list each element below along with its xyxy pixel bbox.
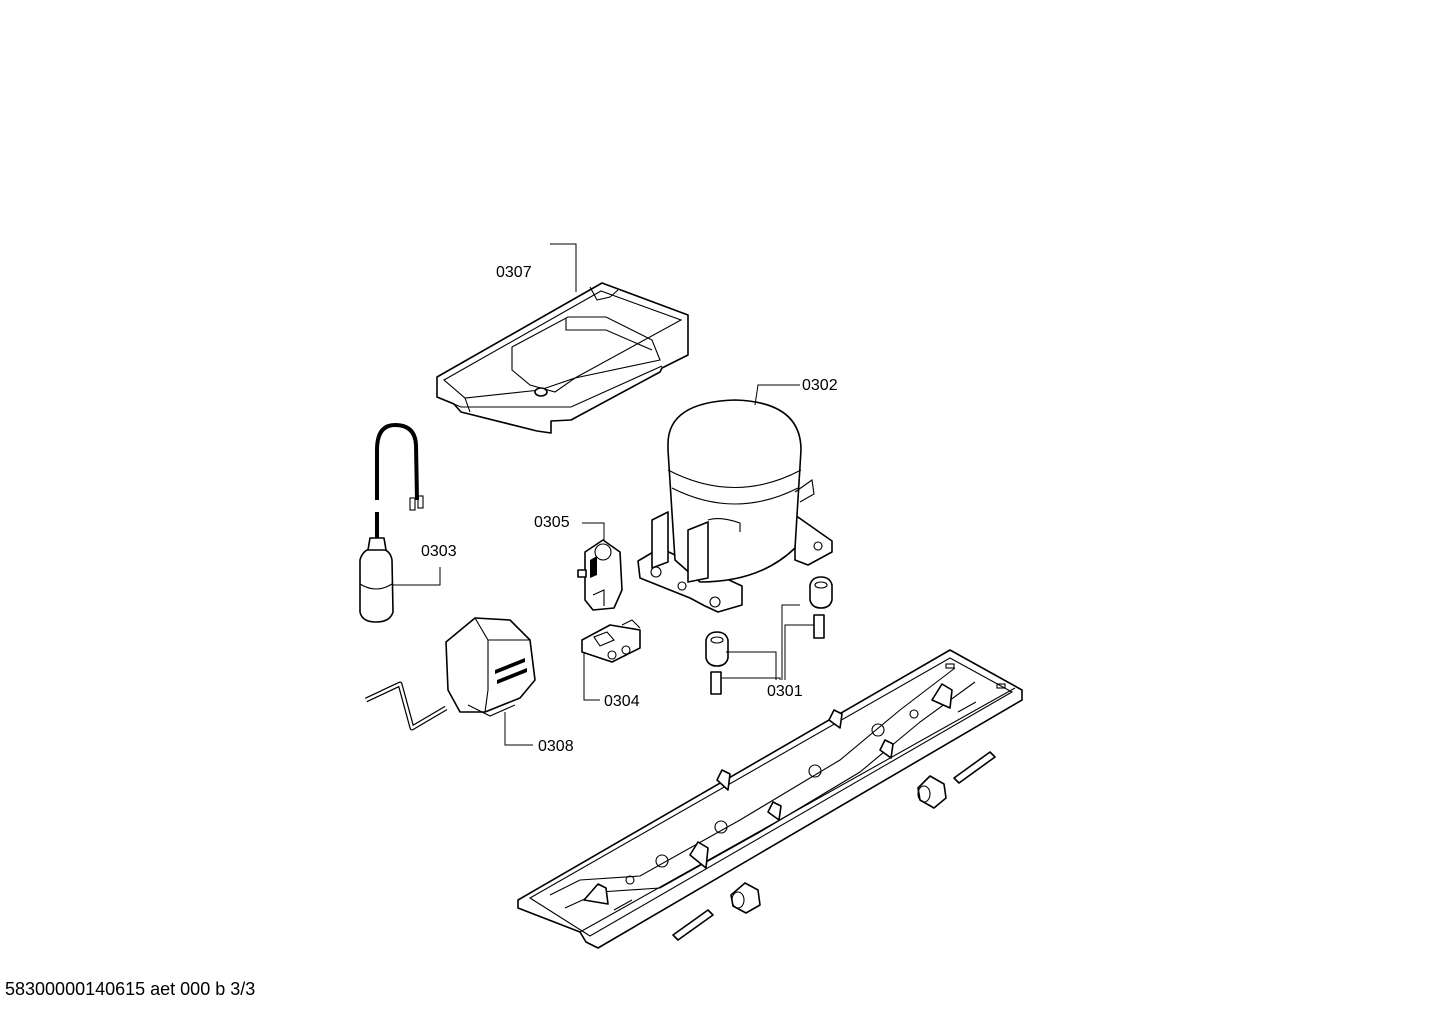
leader-0301 <box>722 604 814 680</box>
document-id: 58300000140615 aet 000 b 3/3 <box>5 979 256 999</box>
part-0308-clip <box>364 681 448 731</box>
loose-bushings <box>672 751 996 941</box>
leader-0302 <box>754 384 800 406</box>
callout-0305: 0305 <box>534 514 570 531</box>
callout-0301: 0301 <box>767 683 803 700</box>
part-0305-relay <box>577 539 623 611</box>
part-0302-compressor <box>637 399 833 613</box>
callout-0308: 0308 <box>538 738 574 755</box>
callout-0303: 0303 <box>421 543 457 560</box>
leader-0303 <box>392 567 441 586</box>
callout-0307: 0307 <box>496 264 532 281</box>
leader-0307 <box>550 243 577 292</box>
part-0308-cover <box>445 617 536 717</box>
leader-0304 <box>583 652 600 701</box>
part-0303-capacitor <box>359 422 424 623</box>
base-rail <box>517 649 1023 949</box>
part-0301-grommets <box>705 576 833 695</box>
leader-0305 <box>582 522 605 540</box>
callout-0302: 0302 <box>802 377 838 394</box>
leader-0308 <box>504 712 533 746</box>
part-0307-tray <box>436 282 689 434</box>
callout-0304: 0304 <box>604 693 640 710</box>
part-0304-protector <box>581 619 641 663</box>
